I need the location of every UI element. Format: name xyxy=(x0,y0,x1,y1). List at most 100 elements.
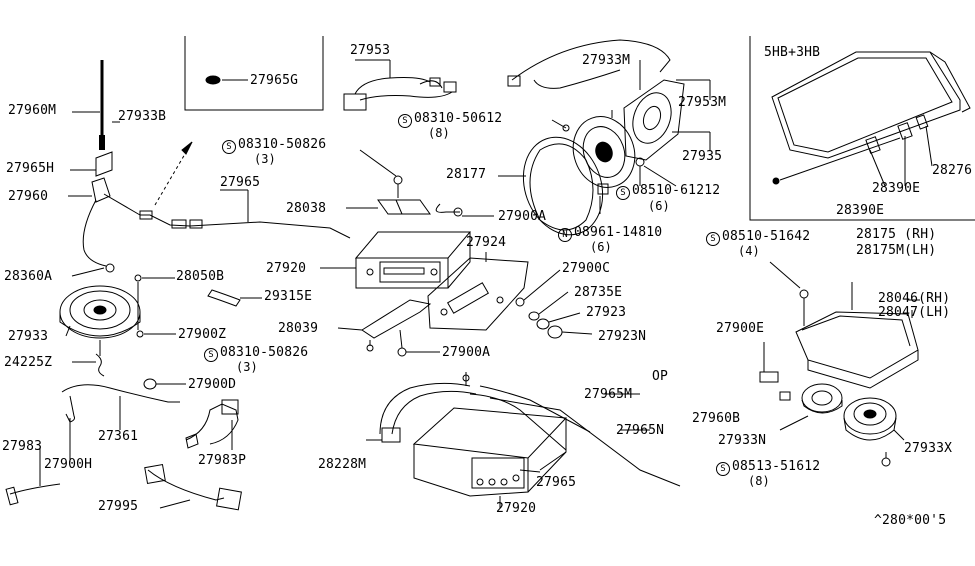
label-27933n: 27933N xyxy=(718,433,767,448)
label-27900z: 27900Z xyxy=(178,327,227,342)
radio-deck-27920-shape xyxy=(320,149,494,289)
label-27965: 27965 xyxy=(220,175,261,190)
screw-callout-1-qty: (3) xyxy=(254,152,276,166)
label-op: OP xyxy=(652,369,669,384)
speaker-27953m-shape xyxy=(597,79,711,214)
screw-callout-2-part: 08310-50612 xyxy=(414,111,503,126)
cable-set-shape xyxy=(366,372,681,487)
knobs-shape xyxy=(515,269,593,339)
inset-frame-top-left xyxy=(184,36,324,111)
label-28276: 28276 xyxy=(932,163,973,178)
screw-callout-5-part: 08510-51642 xyxy=(722,229,811,244)
label-27933: 27933 xyxy=(8,329,49,344)
label-28735e: 28735E xyxy=(574,285,623,300)
hatch-glass-shape xyxy=(771,51,971,187)
screw-s-icon: S xyxy=(716,462,730,476)
label-28177: 28177 xyxy=(446,167,487,182)
label-27983p: 27983P xyxy=(198,453,247,468)
nut-callout-1-qty: (6) xyxy=(590,240,612,254)
label-28038: 28038 xyxy=(286,201,327,216)
harness-27953-shape xyxy=(343,59,457,111)
label-27965m: 27965M xyxy=(584,387,633,402)
bracket-28039-shape xyxy=(337,299,440,357)
label-27953: 27953 xyxy=(350,43,391,58)
inset-frame-hatch xyxy=(749,36,975,221)
label-29315e: 29315E xyxy=(264,289,313,304)
screw-callout-4-qty: (3) xyxy=(236,360,258,374)
harness-lower-left-shape xyxy=(5,378,242,511)
nut-callout-1-part: 08961-14810 xyxy=(574,225,663,240)
screw-callout-4-part: 08310-50826 xyxy=(220,345,309,360)
label-28046: 28046(RH) xyxy=(878,291,951,306)
label-27933m: 27933M xyxy=(582,53,631,68)
label-28390e-a: 28390E xyxy=(872,181,921,196)
screw-callout-3-part: 08510-61212 xyxy=(632,183,721,198)
screw-callout-3-qty: (6) xyxy=(648,199,670,213)
label-27960: 27960 xyxy=(8,189,49,204)
radio-unit-lower-shape xyxy=(412,407,568,508)
screw-s-icon: S xyxy=(222,140,236,154)
screw-s-icon: S xyxy=(204,348,218,362)
speaker-27933n-shape xyxy=(779,383,843,431)
label-27965-lower: 27965 xyxy=(536,475,577,490)
screw-s-icon: S xyxy=(706,232,720,246)
label-27965n: 27965N xyxy=(616,423,665,438)
screw-s-icon: S xyxy=(398,114,412,128)
label-24225z: 24225Z xyxy=(4,355,53,370)
label-28228m: 28228M xyxy=(318,457,367,472)
label-28360a: 28360A xyxy=(4,269,53,284)
screw-s-icon: S xyxy=(616,186,630,200)
footer-code: ^280*00'5 xyxy=(874,513,947,528)
bracket-29315e-shape xyxy=(207,289,262,307)
label-27933x: 27933X xyxy=(904,441,953,456)
label-27935: 27935 xyxy=(682,149,723,164)
speaker-27933x-shape xyxy=(843,397,905,467)
label-27920: 27920 xyxy=(266,261,307,276)
label-27923n: 27923N xyxy=(598,329,647,344)
label-27900c: 27900C xyxy=(562,261,611,276)
label-27933b: 27933B xyxy=(118,109,167,124)
label-27900h: 27900H xyxy=(44,457,93,472)
label-27924: 27924 xyxy=(466,235,507,250)
label-27900a-lower: 27900A xyxy=(442,345,491,360)
label-27960m: 27960M xyxy=(8,103,57,118)
label-28390e-b: 28390E xyxy=(836,203,885,218)
label-27361: 27361 xyxy=(98,429,139,444)
label-27983: 27983 xyxy=(2,439,43,454)
label-27920-lower: 27920 xyxy=(496,501,537,516)
clip-27965g-shape xyxy=(205,75,248,85)
nut-n-icon: N xyxy=(558,228,572,242)
label-28175: 28175 (RH) xyxy=(856,227,937,242)
screw-callout-2-qty: (8) xyxy=(428,126,450,140)
antenna-rod-shape xyxy=(68,60,351,277)
face-plate-27924-shape xyxy=(427,252,529,331)
label-27953m: 27953M xyxy=(678,95,727,110)
label-28039: 28039 xyxy=(278,321,319,336)
speaker-27933-shape xyxy=(59,274,176,377)
label-27995: 27995 xyxy=(98,499,139,514)
label-28175m: 28175M(LH) xyxy=(856,243,937,258)
screw-callout-6-part: 08513-51612 xyxy=(732,459,821,474)
label-28047: 28047(LH) xyxy=(878,305,951,320)
console-box-shape xyxy=(759,261,920,401)
label-27900a-upper: 27900A xyxy=(498,209,547,224)
label-28050b: 28050B xyxy=(176,269,225,284)
label-27923: 27923 xyxy=(586,305,627,320)
screw-callout-5-qty: (4) xyxy=(738,244,760,258)
label-27900d: 27900D xyxy=(188,377,237,392)
label-27960b: 27960B xyxy=(692,411,741,426)
screw-callout-1-part: 08310-50826 xyxy=(238,137,327,152)
label-hatch-title: 5HB+3HB xyxy=(764,45,821,60)
label-27965g: 27965G xyxy=(250,73,299,88)
screw-callout-6-qty: (8) xyxy=(748,474,770,488)
label-27965h: 27965H xyxy=(6,161,55,176)
